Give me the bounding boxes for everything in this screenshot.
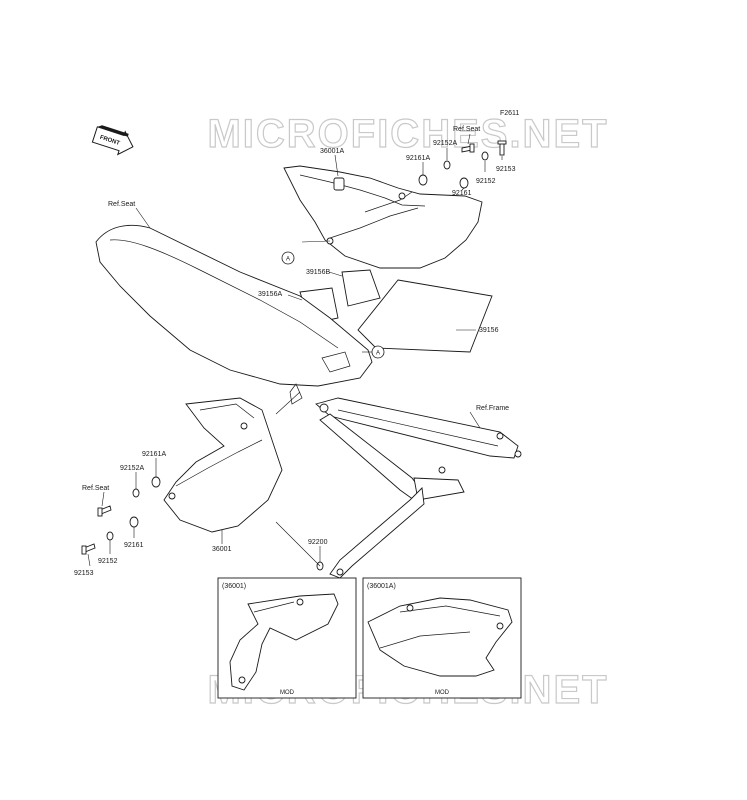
label-39156a: 39156A (258, 291, 282, 298)
label-92152-left: 92152 (98, 558, 118, 565)
front-arrow-icon: FRONT (91, 125, 134, 156)
decal-small-b (341, 269, 381, 307)
label-92152a-top: 92152A (433, 140, 457, 147)
collar-92152a-left (132, 488, 140, 498)
label-92161a-top: 92161A (406, 155, 430, 162)
inset-36001a-title: (36001A) (367, 583, 396, 590)
inset-36001: (36001) MOD (217, 577, 357, 699)
ref-frame-label: Ref.Frame (476, 405, 509, 412)
side-cover-left (163, 397, 283, 533)
rear-frame (289, 383, 522, 579)
label-92161-left: 92161 (124, 542, 144, 549)
svg-text:A: A (286, 257, 290, 263)
decal-large (357, 279, 493, 353)
leader-lines (87, 133, 503, 567)
inset-36001a: (36001A) MOD (362, 577, 522, 699)
bolt-icon-left-ref (97, 505, 112, 517)
bolt-icon-top-ref (461, 143, 475, 153)
grommet-92161-top (459, 177, 469, 189)
label-92153-left: 92153 (74, 570, 94, 577)
inset-36001-title: (36001) (222, 583, 246, 590)
label-92200: 92200 (308, 539, 328, 546)
label-39156b: 39156B (306, 269, 330, 276)
ref-seat-small-label: Ref.Seat (82, 485, 109, 492)
callout-a-upper: A (281, 251, 295, 265)
label-92161a-left: 92161A (142, 451, 166, 458)
label-92153-top: 92153 (496, 166, 516, 173)
ref-seat-top-label: Ref.Seat (453, 126, 480, 133)
collar-92152a-top (443, 160, 451, 170)
label-36001a: 36001A (320, 148, 344, 155)
label-36001: 36001 (212, 546, 232, 553)
collar-92152-top (481, 151, 489, 161)
label-39156: 39156 (479, 327, 499, 334)
grommet-92161-left (129, 516, 139, 528)
label-92152-top: 92152 (476, 178, 496, 185)
seat (95, 224, 373, 387)
svg-text:A: A (376, 351, 380, 357)
grommet-92161a-left (151, 476, 161, 488)
grommet-92161a-top (418, 174, 428, 186)
callout-a-lower: A (371, 345, 385, 359)
bolt-icon-92153-top (497, 140, 507, 156)
collar-92152-left (106, 531, 114, 541)
inset-36001-model: MOD (280, 690, 295, 696)
bolt-icon-92153-left (81, 543, 96, 555)
label-92152a-left: 92152A (120, 465, 144, 472)
side-cover-right (283, 165, 483, 269)
ref-seat-left-label: Ref.Seat (108, 201, 135, 208)
figure-code: F2611 (500, 110, 519, 117)
inset-36001a-model: MOD (435, 690, 450, 696)
watermark-top: MICROFICHES.NET (207, 112, 608, 156)
label-92161-top: 92161 (452, 190, 472, 197)
